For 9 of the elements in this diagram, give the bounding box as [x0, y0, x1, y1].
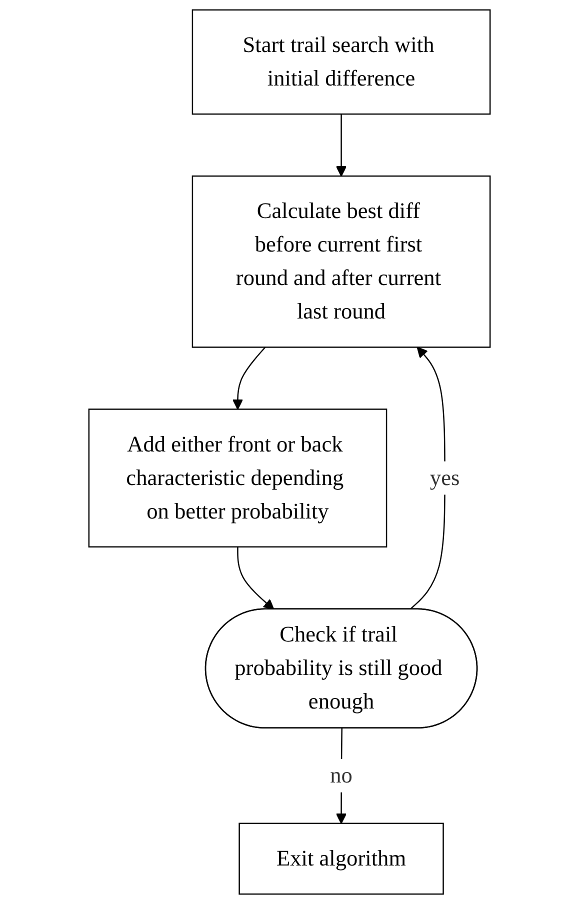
arrow: [336, 114, 347, 177]
node-box: Calculate best diff before current first round and after current last round: [192, 175, 491, 348]
node-box: Exit algorithm: [238, 822, 444, 895]
edge-label: yes: [430, 465, 460, 490]
node-box: Start trail search with initial difference: [192, 9, 491, 115]
edge-label: no: [330, 762, 352, 788]
arrow: [237, 546, 274, 610]
arrow: [232, 346, 266, 410]
node-box: Add either front or back characteristic depending on better probability: [88, 408, 388, 548]
